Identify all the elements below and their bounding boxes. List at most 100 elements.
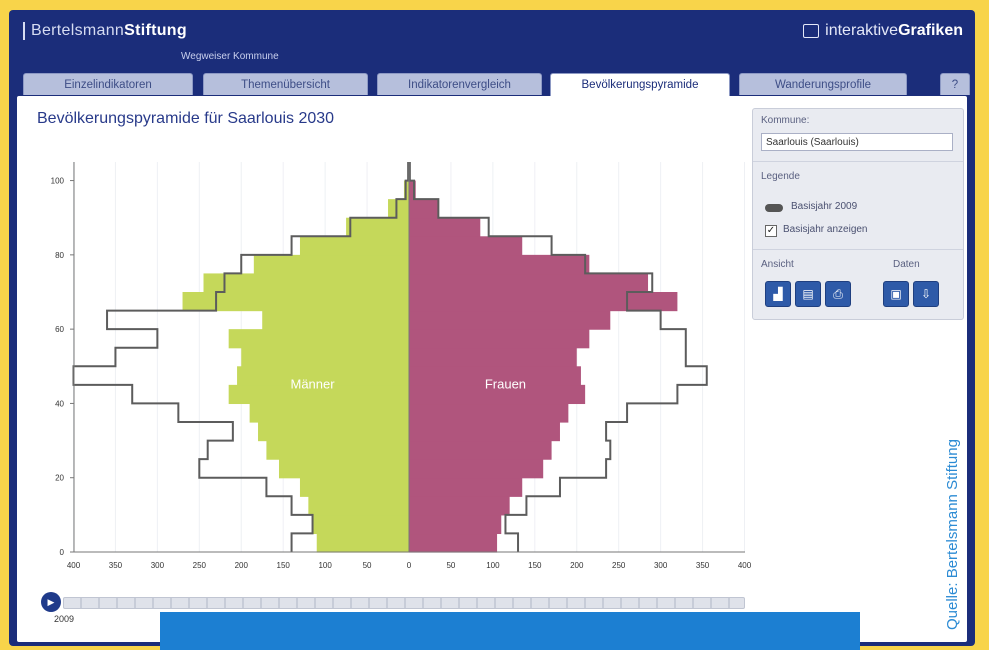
- women-label: Frauen: [485, 377, 526, 392]
- bar-men: [278, 459, 409, 479]
- bar-men: [262, 310, 409, 330]
- tab-indikatorenvergleich[interactable]: Indikatorenvergleich: [377, 73, 542, 95]
- bar-women: [409, 217, 481, 237]
- bar-men: [299, 477, 409, 497]
- export-image-icon[interactable]: ▣: [883, 281, 909, 307]
- bar-men: [237, 366, 409, 386]
- bar-men: [241, 347, 409, 367]
- header-subtitle: Wegweiser Kommune: [181, 51, 279, 62]
- bar-women: [409, 199, 439, 219]
- bar-men: [312, 514, 409, 535]
- base-outline-men: [72, 162, 410, 552]
- x-tick-label: 250: [612, 561, 626, 570]
- show-base-year-label: Basisjahr anzeigen: [783, 224, 868, 235]
- x-tick-label: 400: [738, 561, 752, 570]
- base-outline-women: [408, 162, 708, 552]
- tab-bevoelkerungspyramide[interactable]: Bevölkerungspyramide: [550, 73, 730, 97]
- x-tick-label: 350: [696, 561, 710, 570]
- bar-women: [409, 329, 590, 349]
- view-label: Ansicht: [761, 259, 794, 270]
- year-label: 2009: [53, 614, 75, 624]
- source-credit: Quelle: Bertelsmann Stiftung: [944, 439, 961, 630]
- bar-men: [346, 217, 409, 237]
- bar-men: [258, 422, 409, 442]
- pyramid-view-icon[interactable]: ▟: [765, 281, 791, 307]
- bar-women: [409, 273, 649, 293]
- ig-light: interaktive: [825, 22, 899, 39]
- bar-women: [409, 254, 590, 275]
- legend-label: Legende: [761, 171, 800, 182]
- ig-bold: Grafiken: [898, 22, 963, 39]
- bar-men: [228, 384, 409, 405]
- divider: [753, 249, 963, 250]
- y-tick-label: 60: [55, 325, 64, 334]
- x-tick-label: 250: [193, 561, 207, 570]
- bar-women: [409, 292, 678, 312]
- x-tick-label: 300: [654, 561, 668, 570]
- bar-women: [409, 310, 611, 330]
- show-base-year-checkbox[interactable]: ✓: [765, 225, 777, 237]
- commune-input[interactable]: [761, 133, 953, 151]
- brand-bold: Stiftung: [124, 22, 187, 39]
- x-tick-label: 200: [570, 561, 584, 570]
- bar-women: [409, 514, 502, 535]
- x-tick-label: 100: [318, 561, 332, 570]
- export-data-icon[interactable]: ⇩: [913, 281, 939, 307]
- x-tick-label: 50: [446, 561, 455, 570]
- x-tick-label: 100: [486, 561, 500, 570]
- y-tick-label: 40: [55, 399, 64, 408]
- x-tick-label: 300: [151, 561, 165, 570]
- content-panel: Bevölkerungspyramide für Saarlouis 2030 …: [17, 96, 967, 642]
- bar-women: [409, 477, 523, 497]
- print-icon[interactable]: ⎙: [825, 281, 851, 307]
- x-tick-label: 0: [407, 561, 412, 570]
- bar-women: [409, 533, 498, 553]
- bar-men: [308, 496, 409, 516]
- bar-women: [409, 347, 577, 367]
- legend-swatch: [765, 204, 783, 212]
- bar-men: [266, 440, 409, 460]
- side-panel: Kommune: Legende Basisjahr 2009 ✓ Basisj…: [752, 108, 964, 320]
- play-icon[interactable]: ▶: [41, 592, 61, 612]
- bar-men: [388, 199, 409, 219]
- men-label: Männer: [291, 377, 336, 392]
- tab-themenuebersicht[interactable]: Themenübersicht: [203, 73, 368, 95]
- x-tick-label: 50: [363, 561, 372, 570]
- bar-women: [409, 236, 523, 256]
- tab-einzelindikatoren[interactable]: Einzelindikatoren: [23, 73, 193, 95]
- bar-men: [228, 329, 409, 349]
- bar-women: [409, 440, 552, 460]
- monitor-icon: [803, 24, 820, 38]
- bar-men: [203, 273, 409, 293]
- bar-women: [409, 496, 510, 516]
- x-tick-label: 400: [67, 561, 81, 570]
- data-label: Daten: [893, 259, 920, 270]
- table-view-icon[interactable]: ▤: [795, 281, 821, 307]
- y-tick-label: 100: [51, 177, 65, 186]
- bottom-banner: [160, 612, 860, 650]
- bar-men: [316, 533, 409, 553]
- y-tick-label: 80: [55, 251, 64, 260]
- app-window: BertelsmannStiftung Wegweiser Kommune in…: [9, 10, 975, 646]
- bar-women: [409, 459, 544, 479]
- x-tick-label: 150: [277, 561, 291, 570]
- tab-wanderungsprofile[interactable]: Wanderungsprofile: [739, 73, 907, 95]
- bar-women: [409, 422, 560, 442]
- bar-women: [409, 366, 581, 386]
- tab-help[interactable]: ?: [940, 73, 970, 95]
- bar-men: [253, 254, 409, 275]
- y-tick-label: 0: [60, 548, 65, 557]
- y-tick-label: 20: [55, 474, 64, 483]
- brand-light: Bertelsmann: [31, 22, 125, 39]
- bar-men: [249, 403, 409, 423]
- interactive-graphics-logo: interaktiveGrafiken: [803, 22, 963, 40]
- year-slider[interactable]: [63, 597, 745, 609]
- bar-women: [409, 403, 569, 423]
- x-tick-label: 150: [528, 561, 542, 570]
- bar-men: [182, 292, 409, 312]
- bar-women: [409, 384, 586, 405]
- x-tick-label: 200: [235, 561, 249, 570]
- bar-women: [409, 180, 416, 200]
- divider: [753, 161, 963, 162]
